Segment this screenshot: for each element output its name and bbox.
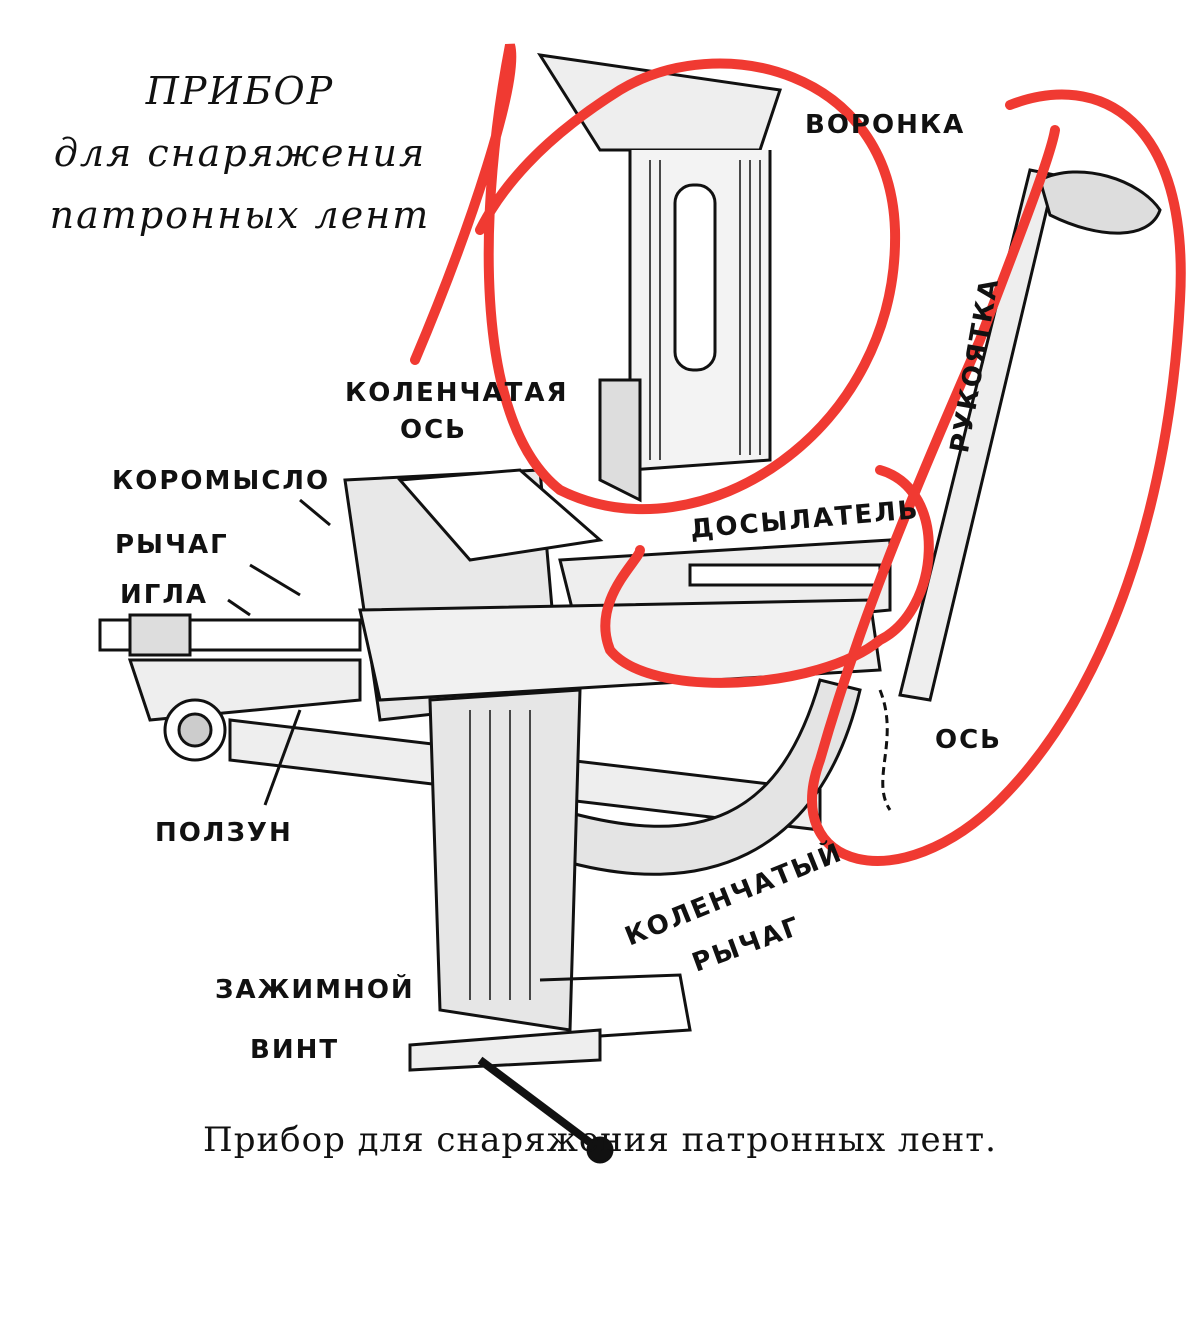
handle-grip xyxy=(1038,170,1162,235)
clamp-screw-knob xyxy=(586,1136,614,1164)
leader-slider xyxy=(263,709,302,806)
red-circle-handle xyxy=(807,89,1186,866)
title-line-3: патронных лент xyxy=(49,193,431,237)
apparatus-illustration xyxy=(98,53,1162,1164)
clamp-jaw xyxy=(408,1028,602,1072)
funnel-hatching xyxy=(649,160,761,460)
slider-body xyxy=(127,658,362,722)
red-annotations xyxy=(410,43,1186,866)
label-crank-axle-2: ОСЬ xyxy=(400,415,468,445)
label-slider: ПОЛЗУН xyxy=(155,818,293,848)
main-body-top xyxy=(396,468,604,562)
stand-hatching xyxy=(469,710,531,1000)
rammer-bar xyxy=(688,563,882,587)
label-needle: ИГЛА xyxy=(120,580,209,610)
label-axle: ОСЬ xyxy=(935,725,1003,755)
red-circle-rammer xyxy=(600,465,934,688)
leader-lever xyxy=(249,563,301,597)
label-clamp-screw-1: ЗАЖИМНОЙ xyxy=(215,975,415,1005)
diagram-title: ПРИБОР для снаряжения патронных лент xyxy=(40,60,440,246)
chain xyxy=(878,689,892,811)
clamp-frame xyxy=(539,973,692,1042)
label-crank-axle-1: КОЛЕНЧАТАЯ xyxy=(345,378,569,408)
label-rocker: КОРОМЫСЛО xyxy=(112,466,331,496)
title-line-1: ПРИБОР xyxy=(145,69,335,113)
leader-needle xyxy=(227,598,251,617)
slider-wheel-hub xyxy=(177,712,213,748)
figure-caption: Прибор для снаряжения патронных лент. xyxy=(203,1120,997,1160)
leader-rocker xyxy=(299,498,331,527)
funnel-bracket xyxy=(598,378,642,503)
needle-collar xyxy=(128,613,192,657)
crank-lever xyxy=(558,678,862,876)
funnel-slot xyxy=(673,183,717,372)
label-funnel: ВОРОНКА xyxy=(805,110,966,140)
title-line-2: для снаряжения xyxy=(53,131,427,175)
label-clamp-screw-2: ВИНТ xyxy=(250,1035,340,1065)
table-rail xyxy=(358,598,882,702)
red-circle-funnel xyxy=(410,43,901,515)
label-lever: РЫЧАГ xyxy=(115,530,229,560)
stand-column xyxy=(428,688,582,1032)
clamp-screw-rod xyxy=(477,1056,603,1154)
